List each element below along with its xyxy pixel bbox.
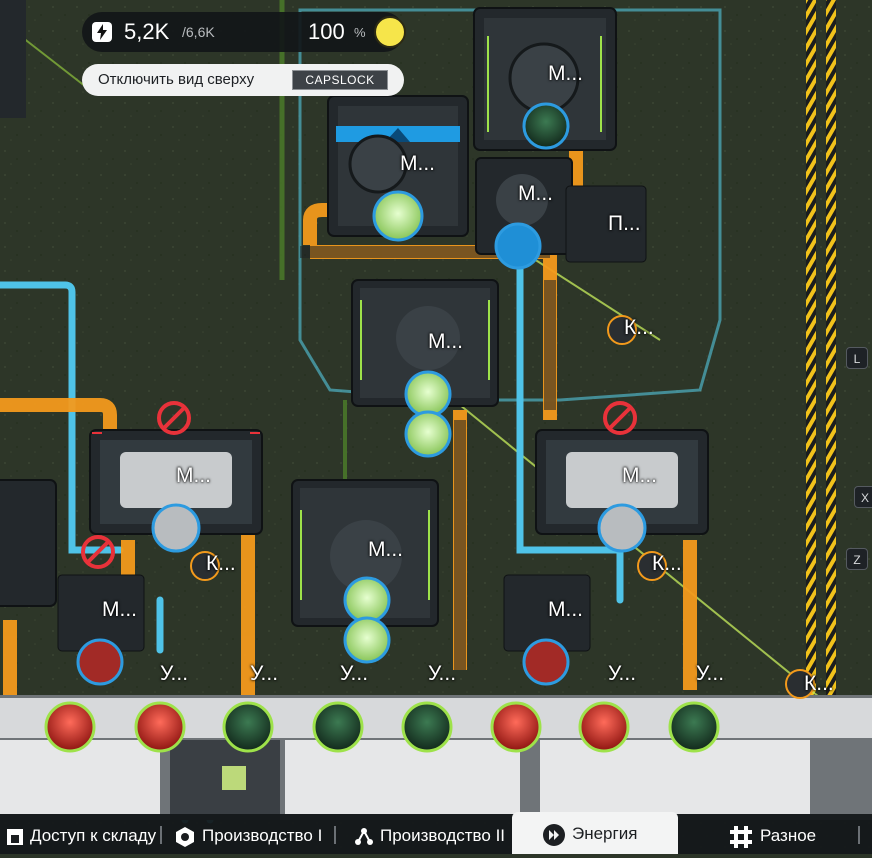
building-label[interactable]: У...	[428, 662, 457, 685]
hotkey-z: Z	[846, 548, 868, 570]
building-label[interactable]: К...	[804, 672, 834, 695]
battery-icon[interactable]	[374, 16, 406, 48]
hotkey-x: X	[854, 486, 872, 508]
building-label[interactable]: У...	[696, 662, 725, 685]
building-label[interactable]: У...	[340, 662, 369, 685]
building-label[interactable]: П...	[608, 212, 641, 235]
building-label[interactable]: К...	[652, 552, 682, 575]
tab-production-1[interactable]: Производство I	[174, 814, 322, 854]
building-label[interactable]: М...	[428, 330, 463, 353]
building-label[interactable]: М...	[368, 538, 403, 561]
build-category-tabs: Доступ к складу Производство I Производс…	[0, 812, 872, 854]
nodes-icon	[355, 827, 373, 845]
storage-icon	[7, 828, 23, 845]
building-label[interactable]: М...	[400, 152, 435, 175]
tab-label: Разное	[760, 826, 817, 845]
building-label[interactable]: М...	[102, 598, 137, 621]
tab-misc[interactable]: Разное	[728, 814, 816, 854]
tab-separator	[160, 826, 162, 844]
power-status-bar: 5,2K /6,6K 100 %	[82, 12, 406, 52]
building-label[interactable]: М...	[548, 62, 583, 85]
building-label[interactable]: У...	[160, 662, 189, 685]
power-value: 5,2K	[124, 19, 170, 44]
building-label[interactable]: М...	[622, 464, 657, 487]
hotkey-l: L	[846, 347, 868, 369]
building-label[interactable]: М...	[176, 464, 211, 487]
energy-icon	[543, 823, 565, 846]
tab-label: Доступ к складу	[30, 826, 157, 845]
building-label[interactable]: М...	[548, 598, 583, 621]
lightning-icon	[92, 22, 112, 42]
battery-percent: 100	[308, 19, 345, 44]
tab-separator	[858, 826, 860, 844]
building-label[interactable]: К...	[206, 552, 236, 575]
tab-label: Энергия	[572, 824, 638, 843]
percent-symbol: %	[354, 25, 366, 40]
tab-separator	[334, 826, 336, 844]
hexagon-icon	[176, 826, 194, 847]
tab-label: Производство I	[202, 826, 323, 845]
tab-production-2[interactable]: Производство II	[354, 814, 505, 854]
tab-energy[interactable]: Энергия	[512, 812, 678, 854]
building-label[interactable]: К...	[624, 316, 654, 339]
top-view-hint[interactable]: Отключить вид сверху CAPSLOCK	[82, 64, 404, 96]
top-view-hint-text: Отключить вид сверху	[98, 71, 255, 88]
hash-icon	[730, 825, 752, 848]
power-capacity: /6,6K	[182, 24, 215, 40]
tab-storage-access[interactable]: Доступ к складу	[6, 814, 156, 854]
building-label[interactable]: У...	[250, 662, 279, 685]
building-label[interactable]: М...	[518, 182, 553, 205]
building-label[interactable]: У...	[608, 662, 637, 685]
capslock-key: CAPSLOCK	[292, 70, 388, 90]
tab-label: Производство II	[380, 826, 506, 845]
